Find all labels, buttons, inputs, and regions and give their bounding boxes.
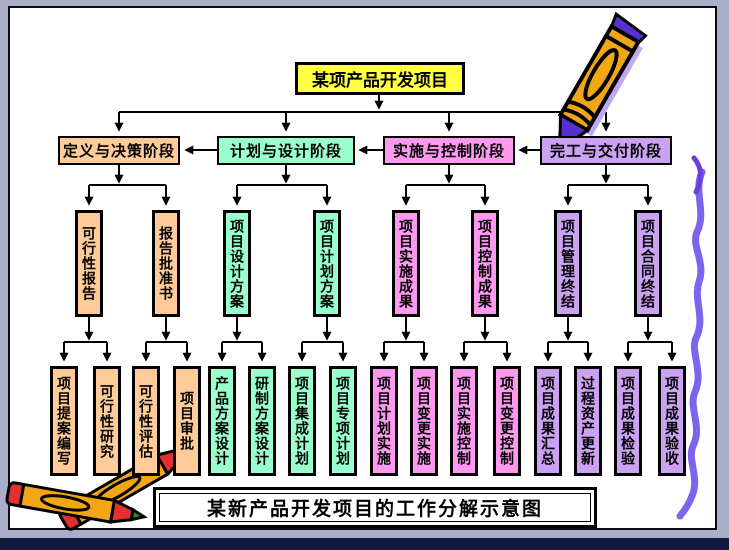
deliverable-node: 项目控制成果	[471, 210, 499, 317]
phase-label: 定义与决策阶段	[62, 143, 175, 160]
task-node: 产品方案设计	[208, 366, 236, 476]
connectors	[59, 95, 677, 362]
deliverable-node: 可行性报告	[75, 210, 103, 317]
purple-squiggle-line	[676, 168, 706, 520]
task-label: 过程资产更新	[580, 376, 596, 466]
task-label: 项目变更控制	[499, 376, 515, 466]
deliverable-label: 项目实施成果	[398, 218, 414, 309]
pencil-flourish	[691, 155, 703, 195]
task-node: 研制方案设计	[248, 366, 276, 476]
deliverable-label: 项目设计方案	[229, 218, 245, 309]
task-label: 项目成果检验	[620, 376, 636, 466]
deliverable-node: 项目管理终结	[554, 210, 582, 317]
task-node: 项目专项计划	[329, 366, 357, 476]
task-label: 项目实施控制	[456, 376, 472, 466]
deliverable-node: 项目计划方案	[313, 210, 341, 317]
task-node: 项目实施控制	[450, 366, 478, 476]
task-node: 项目变更实施	[410, 366, 438, 476]
caption-label: 某新产品开发项目的工作分解示意图	[159, 493, 591, 522]
deliverable-node: 报告批准书	[152, 210, 180, 317]
deliverable-node: 项目合同终结	[634, 210, 662, 317]
deliverable-node: 项目设计方案	[223, 210, 251, 317]
bottom-bar	[0, 538, 729, 550]
task-node: 项目计划实施	[370, 366, 398, 476]
phase-label: 完工与交付阶段	[549, 143, 662, 160]
task-node: 过程资产更新	[574, 366, 602, 476]
task-node: 项目变更控制	[493, 366, 521, 476]
phase-node-execution: 实施与控制阶段	[383, 136, 515, 165]
task-label: 项目审批	[179, 391, 195, 451]
task-label: 项目专项计划	[335, 376, 351, 466]
phase-label: 实施与控制阶段	[392, 143, 505, 160]
task-label: 项目集成计划	[294, 376, 310, 466]
task-label: 可行性评估	[138, 383, 154, 459]
root-node: 某项产品开发项目	[295, 62, 465, 95]
deliverable-label: 项目控制成果	[477, 218, 493, 309]
phase-label: 计划与设计阶段	[229, 143, 342, 160]
task-node: 可行性评估	[132, 366, 160, 476]
task-node: 可行性研究	[93, 366, 121, 476]
phase-node-closing: 完工与交付阶段	[540, 136, 672, 165]
task-node: 项目成果验收	[658, 366, 686, 476]
task-label: 项目成果验收	[664, 376, 680, 466]
deliverable-label: 项目管理终结	[560, 218, 576, 309]
deliverable-node: 项目实施成果	[392, 210, 420, 317]
task-label: 项目计划实施	[376, 376, 392, 466]
caption-box: 某新产品开发项目的工作分解示意图	[153, 487, 597, 528]
deliverable-label: 项目计划方案	[319, 218, 335, 309]
deliverable-label: 报告批准书	[158, 226, 174, 301]
phase-node-planning: 计划与设计阶段	[217, 136, 355, 165]
task-node: 项目审批	[173, 366, 201, 476]
task-node: 项目提案编写	[50, 366, 78, 476]
deliverable-label: 项目合同终结	[640, 218, 656, 309]
task-label: 产品方案设计	[214, 376, 230, 466]
task-label: 项目变更实施	[416, 376, 432, 466]
task-node: 项目集成计划	[288, 366, 316, 476]
task-label: 可行性研究	[99, 383, 115, 459]
task-node: 项目成果检验	[614, 366, 642, 476]
phase-node-definition: 定义与决策阶段	[58, 136, 180, 165]
task-label: 研制方案设计	[254, 376, 270, 466]
root-label: 某项产品开发项目	[312, 71, 448, 90]
task-label: 项目成果汇总	[540, 376, 556, 466]
deliverable-label: 可行性报告	[81, 226, 97, 301]
task-label: 项目提案编写	[56, 376, 72, 466]
task-node: 项目成果汇总	[534, 366, 562, 476]
